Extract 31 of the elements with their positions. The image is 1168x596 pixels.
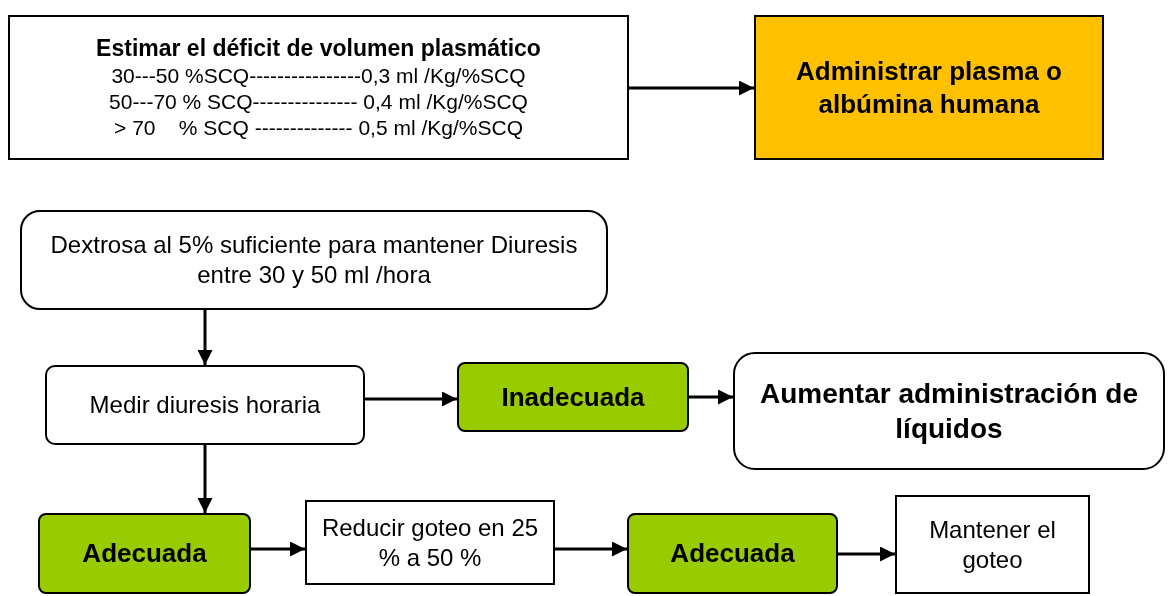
node-label: Adecuada <box>670 537 795 570</box>
dosage-row: 50---70 % SCQ--------------- 0,4 ml /Kg/%SCQ <box>109 88 528 115</box>
node-label: Adecuada <box>82 537 207 570</box>
arrow <box>689 389 733 405</box>
arrow <box>197 445 213 513</box>
arrow <box>629 80 754 96</box>
node-label: Dextrosa al 5% suficiente para mantener Diuresis entre 30 y 50 ml /hora <box>49 230 579 290</box>
arrow <box>365 391 457 407</box>
process-box <box>45 365 365 445</box>
process-box <box>305 500 555 585</box>
arrow <box>555 541 627 557</box>
dosage-row-text: > 70 % SCQ -------------- 0,5 ml /Kg/%SCQ <box>114 115 523 141</box>
arrow <box>251 541 305 557</box>
node-label: Mantener el goteo <box>928 514 1057 575</box>
dosage-row: 30---50 %SCQ----------------0,3 ml /Kg/%SCQ <box>111 62 526 89</box>
node-label: Administrar plasma o albúmina humana <box>795 55 1063 120</box>
action-box <box>754 15 1104 160</box>
arrow <box>838 546 895 562</box>
arrow <box>197 310 213 365</box>
outcome-box <box>627 513 838 594</box>
action-box <box>733 352 1165 470</box>
process-box <box>20 210 608 310</box>
outcome-box <box>38 513 251 594</box>
node-label: Reducir goteo en 25 % a 50 % <box>320 512 540 573</box>
node-label: Medir diuresis horaria <box>89 390 321 420</box>
process-box <box>895 495 1090 594</box>
info-box <box>8 15 629 160</box>
node-label: Inadecuada <box>501 380 645 414</box>
heading: Estimar el déficit de volumen plasmático <box>96 33 541 63</box>
node-label: Aumentar administración de líquidos <box>758 377 1140 446</box>
outcome-box <box>457 362 689 432</box>
